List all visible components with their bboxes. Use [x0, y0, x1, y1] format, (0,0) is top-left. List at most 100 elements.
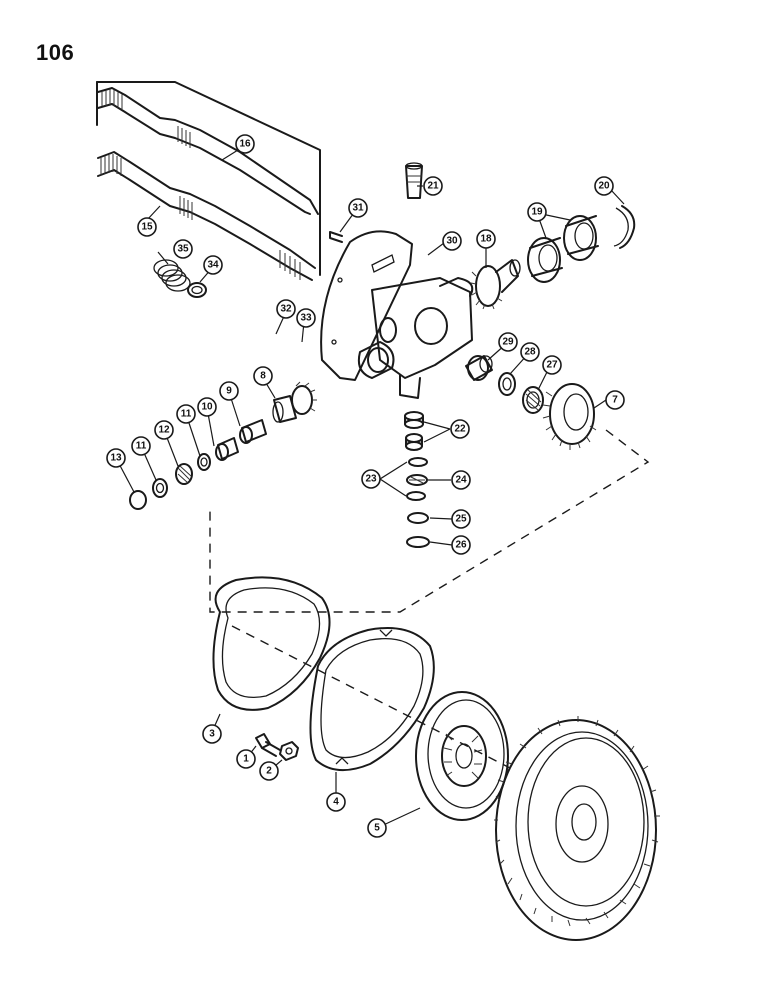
callout-5: 5 [367, 818, 387, 838]
callout-31: 31 [348, 198, 368, 218]
callout-label: 35 [177, 244, 189, 255]
callout-25: 25 [451, 509, 471, 529]
callout-label: 9 [226, 386, 232, 397]
callout-label: 20 [598, 181, 610, 192]
ring-gear-7 [542, 383, 597, 450]
callout-2: 2 [259, 761, 279, 781]
bolt-1 [255, 733, 281, 757]
callout-label: 28 [524, 347, 536, 358]
callout-35: 35 [173, 239, 193, 259]
washer-11b [152, 478, 168, 498]
callout-label: 33 [300, 313, 312, 324]
callout-11b: 11 [131, 436, 151, 456]
callout-22: 22 [450, 419, 470, 439]
bearing-29 [465, 355, 493, 381]
callout-label: 25 [455, 514, 467, 525]
callout-29: 29 [498, 332, 518, 352]
callout-label: 30 [446, 236, 458, 247]
callout-3: 3 [202, 724, 222, 744]
bushing-22 [404, 411, 424, 451]
washer-28 [498, 372, 516, 396]
callout-label: 7 [612, 395, 618, 406]
clutch-disc-5 [415, 691, 509, 821]
washer-34 [187, 282, 207, 298]
pinion-8 [272, 381, 317, 423]
callout-label: 22 [454, 424, 466, 435]
page-number: 106 [36, 40, 75, 65]
gear-18 [470, 259, 521, 310]
callout-26: 26 [451, 535, 471, 555]
callout-label: 18 [480, 234, 492, 245]
washer-25 [407, 512, 429, 524]
housing-30 [320, 230, 474, 399]
snap-ring-20 [613, 205, 636, 249]
callout-label: 31 [352, 203, 364, 214]
washer-11a [197, 453, 211, 471]
callout-label: 34 [207, 260, 219, 271]
nut-2 [279, 741, 299, 761]
callout-label: 27 [546, 360, 558, 371]
callout-10: 10 [197, 397, 217, 417]
thrust-bearing-12 [175, 463, 193, 485]
callout-15: 15 [137, 217, 157, 237]
callout-27: 27 [542, 355, 562, 375]
callout-32: 32 [276, 299, 296, 319]
callout-label: 21 [427, 181, 439, 192]
spring-35 [153, 259, 191, 292]
callout-label: 19 [531, 207, 543, 218]
callout-8: 8 [253, 366, 273, 386]
callout-label: 8 [260, 371, 266, 382]
snap-ring-26 [406, 536, 430, 548]
callout-23: 23 [361, 469, 381, 489]
callout-28: 28 [520, 342, 540, 362]
callout-7: 7 [605, 390, 625, 410]
callout-label: 13 [110, 453, 122, 464]
callout-label: 2 [266, 766, 272, 777]
thrust-bearing-24 [406, 474, 428, 486]
shaft-16-inset [96, 81, 321, 276]
callout-label: 16 [239, 139, 251, 150]
bolt-31 [329, 231, 343, 243]
callout-20: 20 [594, 176, 614, 196]
callout-label: 11 [181, 409, 192, 420]
callout-label: 11 [136, 441, 147, 452]
callout-label: 23 [365, 474, 377, 485]
callout-label: 3 [209, 729, 215, 740]
bearing-27 [522, 386, 544, 414]
bearing-9 [239, 419, 267, 444]
callout-4: 4 [326, 792, 346, 812]
callout-label: 26 [455, 540, 467, 551]
callout-30: 30 [442, 231, 462, 251]
bearing-10 [215, 437, 239, 461]
washer-23 [406, 457, 428, 501]
callout-16: 16 [235, 134, 255, 154]
callout-label: 15 [141, 222, 153, 233]
flywheel [494, 716, 660, 941]
callout-34: 34 [203, 255, 223, 275]
callout-13: 13 [106, 448, 126, 468]
callout-9: 9 [219, 381, 239, 401]
callout-label: 1 [243, 754, 249, 765]
snap-ring-13 [129, 490, 147, 510]
callout-11a: 11 [176, 404, 196, 424]
plate-3 [212, 576, 331, 711]
callout-19: 19 [527, 202, 547, 222]
callout-label: 32 [280, 304, 292, 315]
plate-4 [309, 627, 435, 771]
callout-label: 29 [502, 337, 514, 348]
callout-24: 24 [451, 470, 471, 490]
callout-label: 24 [455, 475, 467, 486]
plug-21 [405, 162, 423, 199]
callout-label: 10 [201, 402, 213, 413]
callout-21: 21 [423, 176, 443, 196]
bearing-19 [527, 215, 599, 283]
callout-label: 4 [333, 797, 339, 808]
callout-12: 12 [154, 420, 174, 440]
callout-18: 18 [476, 229, 496, 249]
shaft-15 [97, 151, 316, 281]
callout-label: 5 [374, 823, 380, 834]
alignment-line [209, 429, 650, 613]
callout-1: 1 [236, 749, 256, 769]
callout-label: 12 [158, 425, 170, 436]
